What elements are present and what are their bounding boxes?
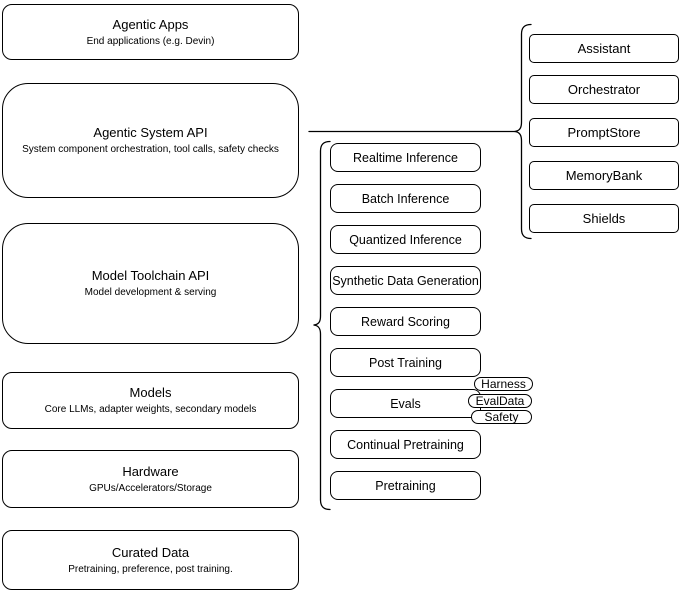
node-title: Curated Data: [111, 544, 190, 560]
node-label: Reward Scoring: [361, 314, 450, 329]
toolchain-item-batch-inference: Batch Inference: [330, 184, 481, 213]
node-subtitle: Model development & serving: [84, 287, 217, 298]
component-promptstore: PromptStore: [529, 118, 679, 147]
toolchain-item-realtime-inference: Realtime Inference: [330, 143, 481, 172]
node-title: Agentic Apps: [112, 16, 189, 32]
evals-tag-evaldata: EvalData: [468, 394, 532, 408]
node-subtitle: Pretraining, preference, post training.: [68, 563, 233, 575]
node-title: Model Toolchain API: [91, 268, 210, 283]
node-agentic-apps: Agentic Apps End applications (e.g. Devi…: [2, 4, 299, 60]
node-hardware: Hardware GPUs/Accelerators/Storage: [2, 450, 299, 508]
component-assistant: Assistant: [529, 34, 679, 63]
node-subtitle: End applications (e.g. Devin): [86, 35, 215, 47]
evals-tag-harness: Harness: [474, 377, 533, 391]
node-curated-data: Curated Data Pretraining, preference, po…: [2, 530, 299, 590]
toolchain-item-continual-pretraining: Continual Pretraining: [330, 430, 481, 459]
node-label: Evals: [390, 396, 421, 411]
node-title: Agentic System API: [93, 125, 208, 140]
node-subtitle: GPUs/Accelerators/Storage: [89, 482, 212, 494]
node-label: PromptStore: [567, 125, 641, 140]
node-label: Post Training: [369, 355, 442, 370]
node-label: Assistant: [577, 41, 631, 56]
toolchain-item-quantized-inference: Quantized Inference: [330, 225, 481, 254]
node-agentic-system-api: Agentic System API System component orch…: [2, 83, 299, 198]
component-memorybank: MemoryBank: [529, 161, 679, 190]
node-label: Pretraining: [375, 478, 436, 493]
node-label: MemoryBank: [565, 168, 643, 183]
node-label: Synthetic Data Generation: [332, 273, 479, 288]
toolchain-item-pretraining: Pretraining: [330, 471, 481, 500]
toolchain-item-synthetic-data-generation: Synthetic Data Generation: [330, 266, 481, 295]
node-subtitle: Core LLMs, adapter weights, secondary mo…: [44, 404, 257, 415]
node-title: Hardware: [122, 463, 179, 479]
components-brace: [514, 23, 532, 240]
node-label: Batch Inference: [361, 191, 450, 206]
toolchain-item-reward-scoring: Reward Scoring: [330, 307, 481, 336]
toolchain-brace: [313, 140, 331, 511]
node-label: Continual Pretraining: [347, 437, 464, 452]
node-label: Orchestrator: [567, 82, 641, 97]
node-label: Realtime Inference: [353, 150, 458, 165]
evals-tag-safety: Safety: [471, 410, 532, 424]
node-title: Models: [129, 385, 172, 400]
node-models: Models Core LLMs, adapter weights, secon…: [2, 372, 299, 429]
node-subtitle: System component orchestration, tool cal…: [22, 144, 279, 155]
toolchain-item-evals: Evals: [330, 389, 481, 418]
toolchain-item-post-training: Post Training: [330, 348, 481, 377]
node-model-toolchain-api: Model Toolchain API Model development & …: [2, 223, 299, 344]
node-label: Shields: [582, 211, 626, 226]
component-orchestrator: Orchestrator: [529, 75, 679, 104]
component-shields: Shields: [529, 204, 679, 233]
node-label: Quantized Inference: [349, 232, 462, 247]
